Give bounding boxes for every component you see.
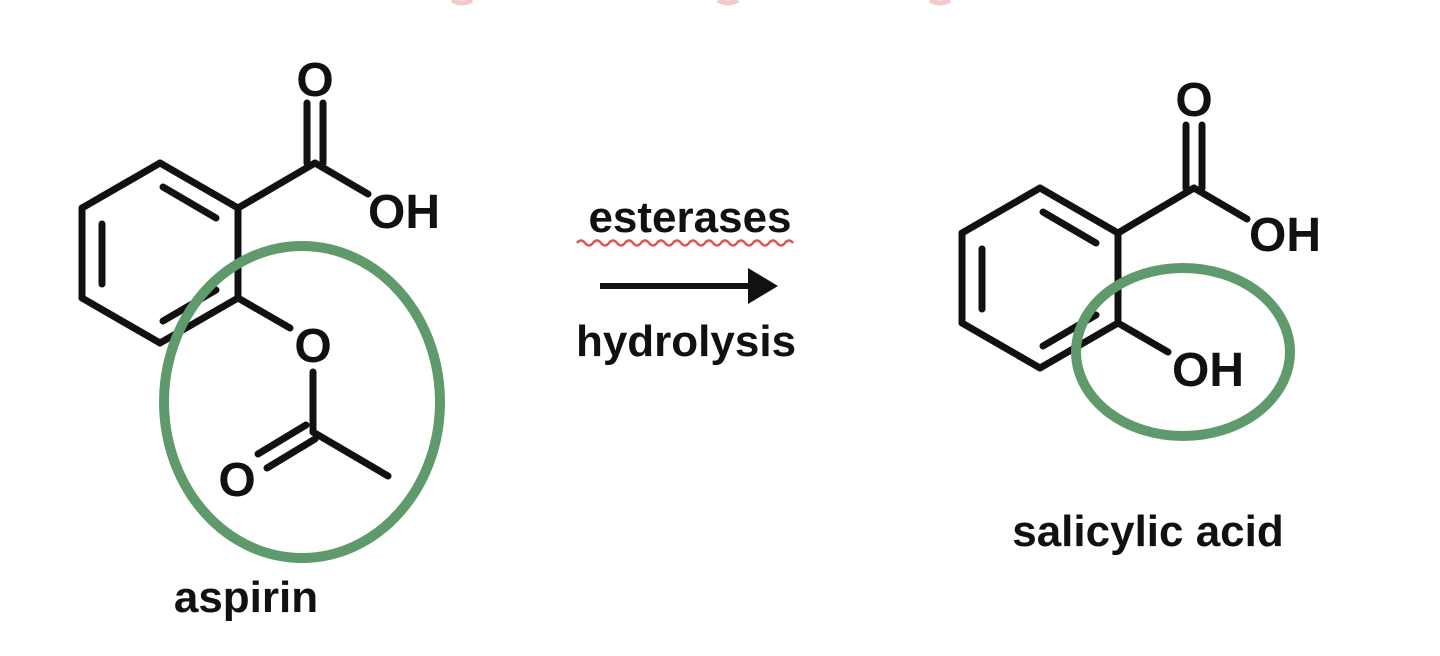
top-edge-marks [450, 0, 952, 6]
salicylic-carbonyl-oxygen: O [1175, 74, 1212, 127]
salicylic-acid-structure: O OH OH salicylic acid [958, 74, 1321, 556]
reaction-arrow-head [748, 268, 778, 304]
process-label: hydrolysis [576, 317, 796, 366]
aspirin-structure: O OH O O aspirin [78, 54, 445, 622]
aspirin-ester-oxygen: O [294, 320, 331, 373]
salicylic-carboxyl-group: O OH [1114, 74, 1321, 262]
aspirin-acetyl-highlight [159, 241, 445, 563]
aspirin-label: aspirin [174, 573, 318, 622]
aspirin-acetyl-oxygen: O [218, 454, 255, 507]
enzyme-label: esterases [588, 193, 791, 242]
salicylic-benzene-ring [958, 184, 1122, 372]
aspirin-ester-group: O O [218, 294, 392, 507]
salicylic-phenol-group: OH [1114, 319, 1244, 397]
aspirin-benzene-ring [78, 159, 242, 347]
spellcheck-underline [576, 239, 794, 247]
salicylic-acid-label: salicylic acid [1012, 507, 1284, 556]
salicylic-hydroxyl-highlight [1071, 263, 1295, 441]
reaction-arrow-group: esterases hydrolysis [576, 193, 796, 366]
aspirin-acid-hydroxyl: OH [368, 186, 440, 239]
salicylic-acid-hydroxyl: OH [1249, 209, 1321, 262]
salicylic-phenol-hydroxyl: OH [1172, 344, 1244, 397]
aspirin-carbonyl-oxygen: O [296, 54, 333, 107]
aspirin-carboxyl-group: O OH [234, 54, 440, 239]
